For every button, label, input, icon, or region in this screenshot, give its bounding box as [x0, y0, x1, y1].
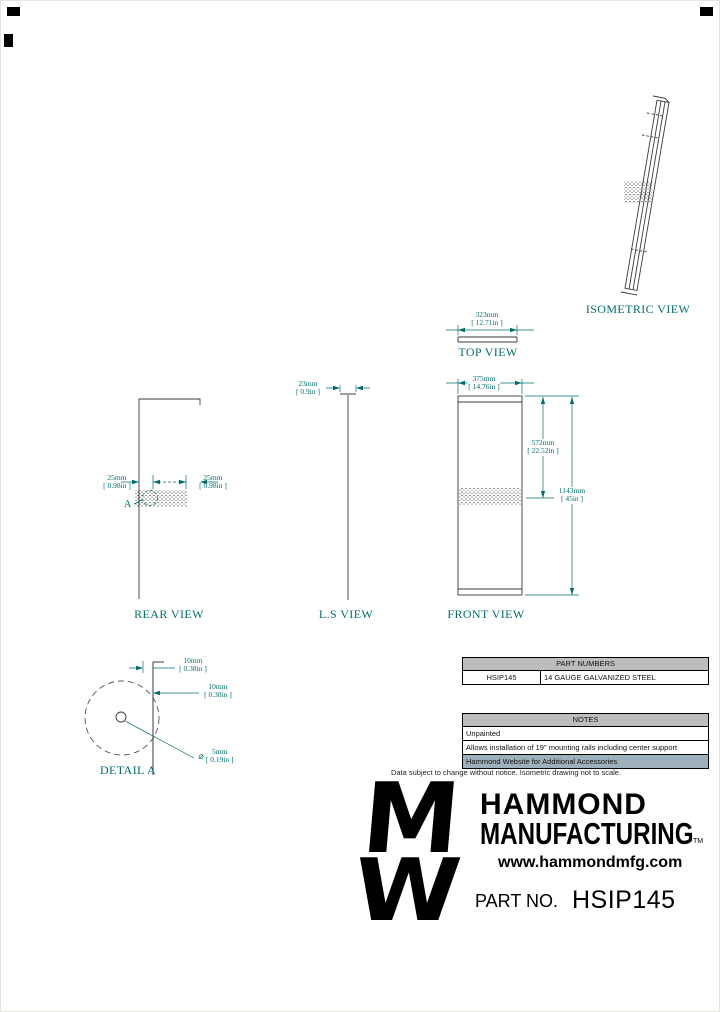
- top-view-drawing: [457, 336, 518, 343]
- part-number-cell: HSIP145: [463, 671, 541, 684]
- part-no-label: PART NO.: [475, 891, 559, 911]
- front-height-dimension: 1143mm [ 45in ]: [557, 486, 587, 504]
- ls-depth-dimension: 23mm [ 0.9in ]: [295, 379, 321, 397]
- dim-in: [ 0.38in ]: [204, 690, 232, 700]
- ls-view-drawing: [340, 393, 356, 600]
- trademark-symbol: TM: [693, 838, 704, 845]
- front-view-drawing: [457, 395, 523, 596]
- top-width-dimension: 323mm [ 12.71in ]: [471, 310, 503, 328]
- detail-dim-2: 10mm [ 0.38in ]: [204, 682, 232, 700]
- dim-in: [ 0.98in ]: [103, 481, 131, 491]
- part-numbers-table: PART NUMBERS HSIP145 14 GAUGE GALVANIZED…: [462, 657, 709, 685]
- ls-view-label: L.S VIEW: [318, 607, 374, 621]
- notes-header: NOTES: [463, 714, 708, 727]
- disclaimer-text: Data subject to change without notice. I…: [390, 768, 622, 777]
- detail-callout-marker: A: [124, 499, 132, 510]
- detail-hole-dimension: ⌀ 5mm [ 0.19in ]: [198, 747, 234, 765]
- top-view-dim-lines: [446, 325, 534, 335]
- detail-a-drawing: [84, 661, 164, 775]
- dim-mm: 572mm: [531, 438, 555, 447]
- top-view-label: TOP VIEW: [458, 345, 518, 359]
- dim-in: [ 0.98in ]: [199, 481, 227, 491]
- rear-view-label: REAR VIEW: [134, 607, 204, 621]
- rear-left-flange-dimension: 25mm [ 0.98in ]: [103, 473, 131, 491]
- dim-in: [ 0.9in ]: [296, 387, 320, 397]
- dim-mm: 375mm: [472, 374, 496, 383]
- dim-mm: 25mm: [107, 473, 127, 482]
- dim-mm: 5mm: [211, 747, 228, 756]
- dim-mm: 10mm: [183, 656, 203, 665]
- dim-in: [ 22.52in ]: [527, 446, 559, 456]
- rear-view-dim-lines: [121, 475, 218, 506]
- detail-a-label: DETAIL A: [99, 763, 157, 777]
- detail-a-dim-lines: [124, 661, 199, 759]
- front-width-dimension: 375mm [ 14.76in ]: [467, 374, 501, 392]
- brand-name-line1: HAMMOND: [480, 788, 647, 821]
- part-no-value: HSIP145: [572, 886, 676, 914]
- part-numbers-row: HSIP145 14 GAUGE GALVANIZED STEEL: [463, 671, 708, 684]
- isometric-view-label: ISOMETRIC VIEW: [585, 302, 691, 316]
- hammond-logo-w-icon: W: [349, 841, 465, 941]
- registration-marks: [4, 7, 713, 47]
- rear-view-stipple: [135, 490, 187, 507]
- dim-in: [ 0.38in ]: [179, 664, 207, 674]
- ls-view-dim-lines: [326, 385, 370, 392]
- website-link[interactable]: www.hammondmfg.com: [498, 854, 683, 871]
- front-view-label: FRONT VIEW: [447, 607, 525, 621]
- rear-right-flange-dimension: 25mm [ 0.98in ]: [199, 473, 227, 491]
- dim-in: [ 45in ]: [560, 494, 584, 504]
- dim-mm: 23mm: [298, 379, 318, 388]
- front-mid-dimension: 572mm [ 22.52in ]: [526, 438, 560, 456]
- isometric-break-stipple: [624, 181, 652, 203]
- diameter-symbol-icon: ⌀: [198, 751, 204, 762]
- dim-mm: 25mm: [203, 473, 223, 482]
- note-row-website-link[interactable]: Hammond Website for Additional Accessori…: [463, 754, 708, 768]
- dim-in: [ 0.19in ]: [205, 755, 234, 765]
- dim-mm: 1143mm: [558, 486, 586, 495]
- dim-in: [ 12.71in ]: [471, 318, 503, 328]
- detail-dim-1: 10mm [ 0.38in ]: [179, 656, 207, 674]
- note-row: Unpainted: [466, 729, 501, 738]
- front-view-stipple: [459, 488, 521, 505]
- dim-mm: 323mm: [475, 310, 499, 319]
- dim-mm: 10mm: [208, 682, 228, 691]
- notes-table: NOTES Unpainted Allows installation of 1…: [462, 713, 709, 769]
- material-cell: 14 GAUGE GALVANIZED STEEL: [544, 673, 656, 682]
- brand-name-line2: MANUFACTURING: [480, 816, 694, 851]
- note-row: Allows installation of 19" mounting rail…: [463, 740, 708, 754]
- dim-in: [ 14.76in ]: [468, 382, 500, 392]
- part-numbers-header: PART NUMBERS: [463, 658, 708, 671]
